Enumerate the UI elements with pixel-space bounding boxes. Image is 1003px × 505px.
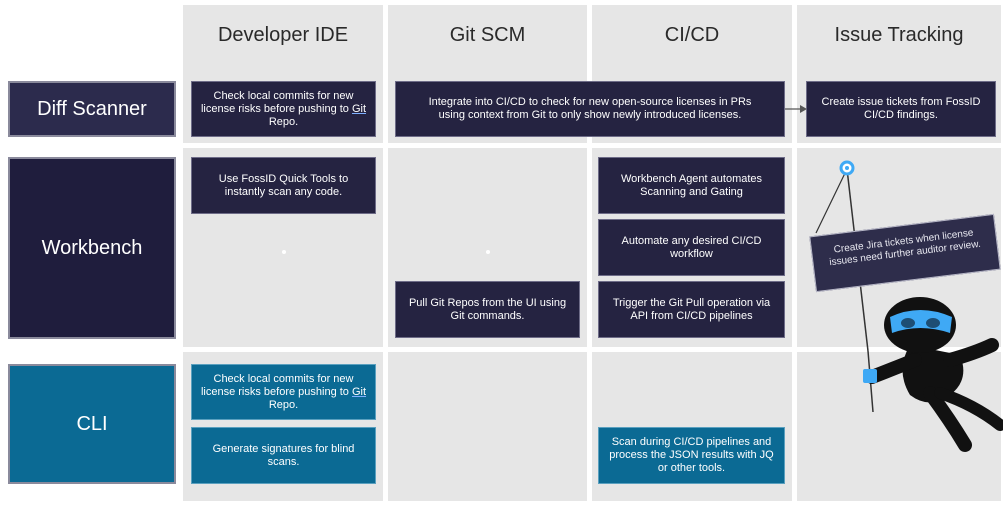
cli-cicd-box: Scan during CI/CD pipelines and process … [598, 427, 785, 484]
column-header-git-scm: Git SCM [449, 24, 526, 46]
cli-ide-text: Check local commits for new license risk… [200, 372, 367, 411]
diff-ide-box: Check local commits for new license risk… [191, 81, 376, 137]
arrow-right-icon [785, 105, 807, 113]
wb-cicd-box-2: Automate any desired CI/CD workflow [598, 219, 785, 276]
column-header-issue-tracking: Issue Tracking [834, 24, 964, 46]
ninja-mascot-icon [815, 160, 1003, 452]
placeholder-dot [486, 250, 490, 254]
diff-cicd-box: Integrate into CI/CD to check for new op… [395, 81, 785, 137]
wb-ide-box: Use FossID Quick Tools to instantly scan… [191, 157, 376, 214]
cli-ide-box-1: Check local commits for new license risk… [191, 364, 376, 420]
row-divider [178, 143, 1003, 148]
placeholder-dot [282, 250, 286, 254]
column-header-cicd: CI/CD [664, 24, 720, 46]
wb-git-box: Pull Git Repos from the UI using Git com… [395, 281, 580, 338]
row-label-workbench: Workbench [8, 157, 176, 339]
row-label-diff-scanner: Diff Scanner [8, 81, 176, 137]
row-divider [178, 347, 1003, 352]
diff-issue-box: Create issue tickets from FossID CI/CD f… [806, 81, 996, 137]
wb-cicd-box-3: Trigger the Git Pull operation via API f… [598, 281, 785, 338]
row-label-cli: CLI [8, 364, 176, 484]
diff-ide-text: Check local commits for new license risk… [200, 89, 367, 128]
cli-ide-box-2: Generate signatures for blind scans. [191, 427, 376, 484]
wb-cicd-box-1: Workbench Agent automates Scanning and G… [598, 157, 785, 214]
column-header-developer-ide: Developer IDE [217, 24, 349, 46]
